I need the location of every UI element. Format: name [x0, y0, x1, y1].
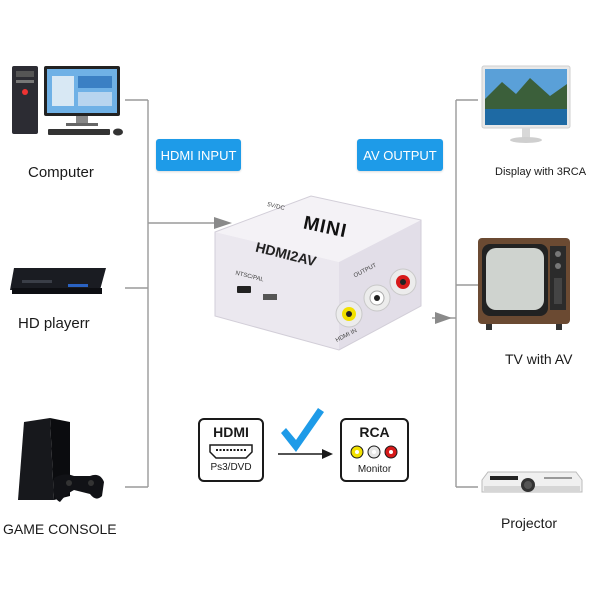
projector-image — [480, 464, 584, 500]
hdmi2av-converter: MINI HDMI2AV 5V/DC OUTPUT NTSC/PAL HDMI … — [205, 188, 440, 358]
game-console-image — [14, 416, 106, 504]
source-label-computer: Computer — [28, 164, 94, 181]
hd-player-image — [8, 262, 108, 298]
hdmi-legend-title: HDMI — [213, 424, 249, 440]
hdmi-connector-icon — [209, 444, 253, 459]
hdmi-legend-sub: Ps3/DVD — [210, 462, 252, 473]
rca-legend-sub: Monitor — [357, 464, 392, 475]
computer-image — [10, 62, 128, 140]
output-label-tv: TV with AV — [505, 351, 573, 367]
tv-image — [476, 236, 572, 332]
input-arrow-head — [214, 217, 232, 229]
source-label-hd-player: HD playerr — [18, 315, 90, 332]
output-label-display: Display with 3RCA — [495, 166, 587, 178]
rca-jacks-icon — [350, 445, 398, 459]
hdmi-input-badge: HDMI INPUT — [156, 139, 241, 171]
av-output-badge: AV OUTPUT — [357, 139, 443, 171]
hdmi-legend-box: HDMI Ps3/DVD — [198, 418, 264, 482]
rca-legend-box: RCA Monitor — [340, 418, 409, 482]
output-arrow-head — [435, 312, 452, 324]
output-label-projector: Projector — [501, 515, 558, 531]
rca-legend-title: RCA — [359, 424, 390, 440]
source-label-game-console: GAME CONSOLE — [3, 521, 117, 537]
display-monitor-image — [480, 64, 572, 146]
